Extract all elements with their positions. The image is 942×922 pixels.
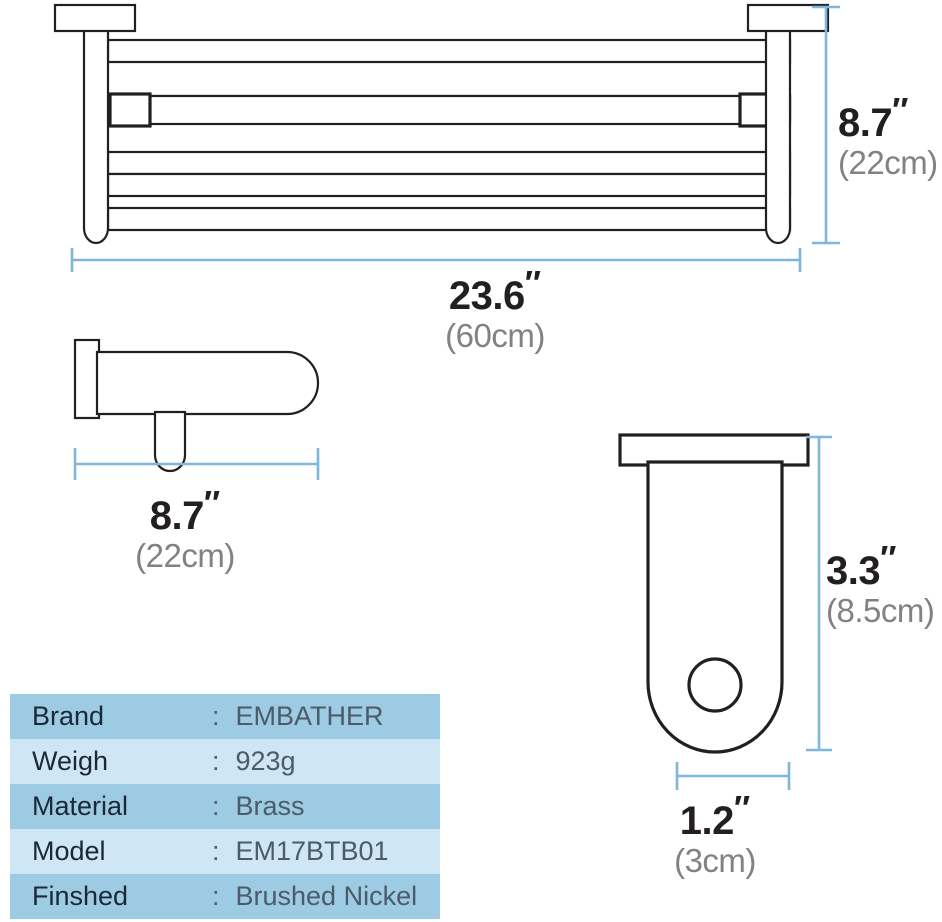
side-horizontal-arm bbox=[95, 350, 320, 416]
dimension-label-side-depth: 8.7″ (22cm) bbox=[50, 484, 320, 574]
inch-mark-icon: ″ bbox=[880, 539, 897, 578]
dimension-metric-bracket-height: (8.5cm) bbox=[826, 592, 935, 629]
right-post bbox=[764, 26, 792, 245]
spec-table-row: Material : Brass bbox=[10, 784, 440, 829]
towel-rack-side-view bbox=[73, 338, 320, 480]
width-dimension-line bbox=[70, 248, 802, 272]
dimension-metric-main-width: (60cm) bbox=[445, 317, 545, 354]
inch-mark-icon: ″ bbox=[892, 91, 909, 130]
spec-table-row: Brand : EMBATHER bbox=[10, 694, 440, 739]
left-post bbox=[82, 26, 110, 245]
spec-value-material: : Brass bbox=[212, 791, 305, 821]
bracket-width-dimension-line bbox=[675, 762, 791, 790]
towel-bar-4 bbox=[106, 172, 792, 198]
spec-table-row: Weigh : 923g bbox=[10, 739, 440, 784]
bracket-screw-hole bbox=[687, 657, 743, 713]
spec-value-model: : EM17BTB01 bbox=[212, 836, 389, 866]
bracket-height-dimension-line bbox=[806, 435, 832, 752]
spec-table-row: Model : EM17BTB01 bbox=[10, 829, 440, 874]
spec-key-model: Model bbox=[32, 836, 106, 866]
spec-separator: : bbox=[212, 701, 220, 731]
side-wall-plate bbox=[73, 338, 101, 420]
right-wall-plate bbox=[746, 3, 830, 33]
towel-bar-5 bbox=[106, 206, 792, 232]
inch-mark-icon: ″ bbox=[733, 789, 751, 828]
towel-bar-group bbox=[106, 38, 792, 232]
dimension-metric-main-height: (22cm) bbox=[838, 144, 938, 181]
swing-arm-collar-left bbox=[108, 92, 152, 128]
dimension-imperial-main-width: 23.6″ bbox=[448, 264, 542, 318]
dimension-imperial-bracket-width: 1.2″ bbox=[679, 789, 751, 843]
dimension-label-main-height: 8.7″ (22cm) bbox=[838, 91, 942, 181]
towel-bar-3 bbox=[106, 150, 792, 176]
height-dimension-line bbox=[812, 5, 840, 245]
dimension-metric-side-depth: (22cm) bbox=[135, 537, 235, 574]
dimension-metric-bracket-width: (3cm) bbox=[674, 842, 756, 879]
dimension-label-bracket-height: 3.3″ (8.5cm) bbox=[826, 539, 942, 629]
spec-key-material: Material bbox=[32, 791, 129, 821]
dimension-imperial-side-depth: 8.7″ bbox=[149, 484, 221, 538]
spec-table-row: Finshed : Brushed Nickel bbox=[10, 874, 440, 919]
dimension-imperial-bracket-height: 3.3″ bbox=[826, 539, 897, 593]
side-hanging-post bbox=[153, 410, 187, 473]
mounting-bracket-view bbox=[618, 433, 832, 790]
swing-arm-bar bbox=[108, 94, 792, 126]
spec-separator: : bbox=[212, 881, 220, 911]
towel-rack-front-view bbox=[53, 3, 840, 272]
towel-bar-1 bbox=[106, 38, 792, 64]
dimension-label-bracket-width: 1.2″ (3cm) bbox=[615, 789, 815, 879]
spec-separator: : bbox=[212, 791, 220, 821]
spec-value-weigh: : 923g bbox=[212, 746, 296, 776]
dimension-imperial-main-height: 8.7″ bbox=[838, 91, 909, 145]
spec-value-brand: : EMBATHER bbox=[212, 701, 384, 731]
side-depth-dimension-line bbox=[73, 448, 320, 480]
spec-separator: : bbox=[212, 746, 220, 776]
spec-key-finshed: Finshed bbox=[32, 881, 129, 911]
spec-key-brand: Brand bbox=[32, 701, 105, 731]
inch-mark-icon: ″ bbox=[524, 264, 542, 303]
spec-value-finshed: : Brushed Nickel bbox=[212, 881, 418, 911]
bracket-body bbox=[646, 460, 784, 754]
spec-key-weigh: Weigh bbox=[32, 746, 109, 776]
inch-mark-icon: ″ bbox=[203, 484, 221, 523]
spec-separator: : bbox=[212, 836, 220, 866]
left-wall-plate bbox=[53, 3, 137, 33]
dimension-label-main-width: 23.6″ (60cm) bbox=[345, 264, 645, 354]
